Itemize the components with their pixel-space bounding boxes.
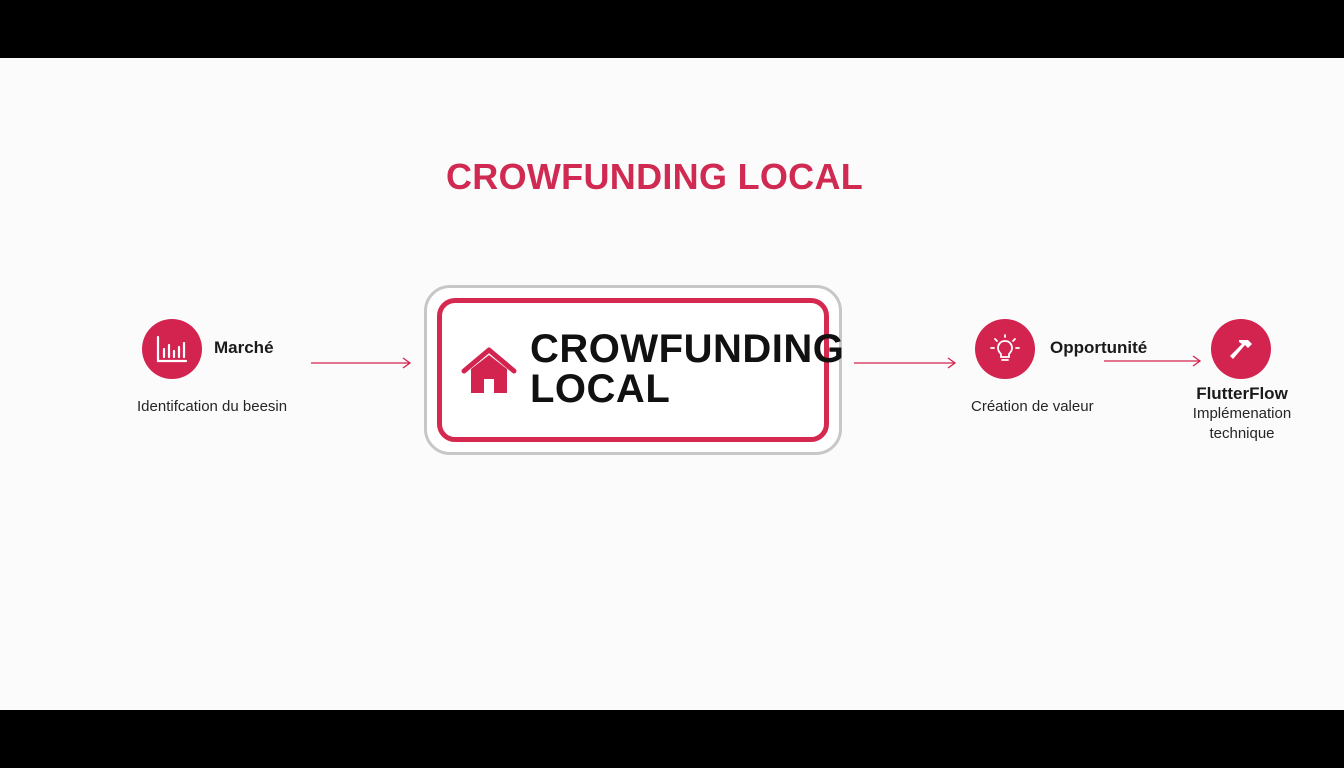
- arrow-marche-to-center: [311, 357, 412, 369]
- node-label-marche: Marché: [214, 338, 274, 357]
- center-title-line2: LOCAL: [530, 367, 671, 411]
- lightbulb-icon: [975, 319, 1035, 379]
- center-title: CROWFUNDING LOCAL: [530, 329, 844, 409]
- node-label-opportunite: Opportunité: [1050, 338, 1148, 357]
- home-icon: [461, 347, 517, 393]
- arrow-opportunite-to-flutterflow: [1104, 355, 1202, 367]
- connectors: [311, 355, 1202, 369]
- node-label-flutterflow: FlutterFlow: [1196, 384, 1288, 403]
- arrow-center-to-opportunite: [854, 357, 957, 369]
- center-card: CROWFUNDING LOCAL: [424, 285, 844, 455]
- diagram-canvas: CROWFUNDING LOCAL Marché Identifcation d…: [0, 58, 1344, 710]
- bar-chart-icon: [142, 319, 202, 379]
- flutterflow-block: FlutterFlow Implémenation technique: [1180, 384, 1304, 444]
- letterbox-bottom: [0, 710, 1344, 768]
- letterbox-top: [0, 0, 1344, 58]
- diagram-title: CROWFUNDING LOCAL: [446, 156, 864, 197]
- node-description-marche: Identifcation du beesin: [137, 398, 288, 415]
- hammer-icon: [1211, 319, 1271, 379]
- center-card-inner: CROWFUNDING LOCAL: [437, 298, 844, 442]
- node-description-opportunite: Création de valeur: [971, 398, 1094, 415]
- node-description-flutterflow: Implémenation technique: [1192, 405, 1292, 442]
- center-title-line1: CROWFUNDING: [530, 327, 845, 371]
